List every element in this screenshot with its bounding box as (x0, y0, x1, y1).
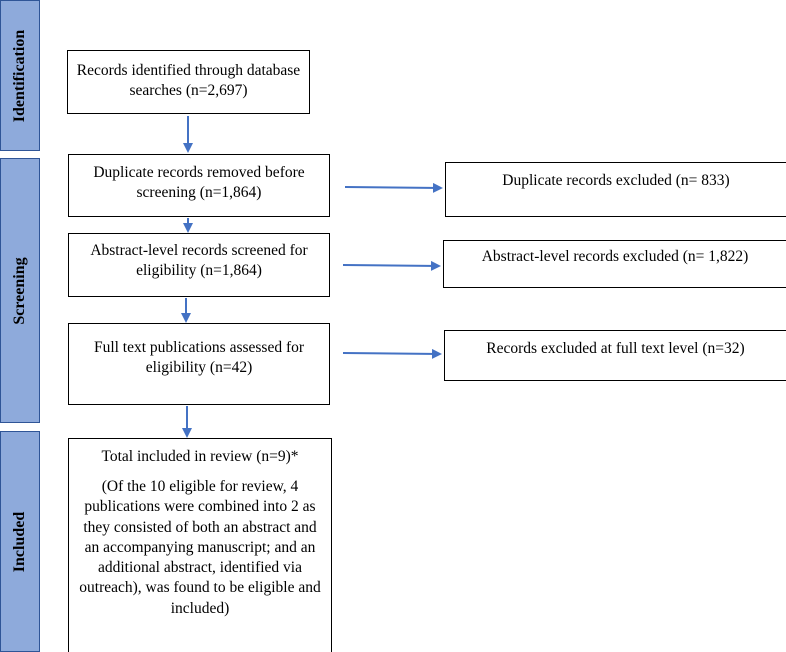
abstract-excluded-text: Abstract-level records excluded (n= 1,82… (481, 248, 749, 265)
fulltext-assessed-text: Full text publications assessed for elig… (93, 339, 305, 376)
duplicates-removed-box: Duplicate records removed before screeni… (68, 154, 330, 217)
records-identified-box: Records identified through database sear… (67, 50, 310, 114)
phase-identification-text: Identification (11, 29, 28, 122)
fulltext-assessed-box: Full text publications assessed for elig… (68, 323, 330, 405)
phase-label-screening: Screening (0, 158, 40, 423)
duplicates-excluded-box: Duplicate records excluded (n= 833) (445, 162, 786, 217)
phase-screening-text: Screening (11, 256, 28, 325)
duplicates-removed-text: Duplicate records removed before screeni… (93, 164, 305, 201)
arrow-to-duplicates-excluded (344, 182, 443, 193)
abstract-screened-box: Abstract-level records screened for elig… (68, 233, 330, 297)
fulltext-excluded-box: Records excluded at full text level (n=3… (444, 330, 786, 381)
abstract-screened-text: Abstract-level records screened for elig… (90, 242, 308, 279)
fulltext-excluded-text: Records excluded at full text level (n=3… (486, 340, 745, 357)
abstract-excluded-box: Abstract-level records excluded (n= 1,82… (443, 240, 786, 288)
phase-included-text: Included (11, 511, 28, 572)
duplicates-excluded-text: Duplicate records excluded (n= 833) (502, 172, 730, 189)
phase-label-included: Included (0, 431, 40, 652)
arrow-to-abstract-excluded (342, 260, 441, 271)
records-identified-text: Records identified through database sear… (76, 62, 301, 99)
arrow-to-fulltext-excluded (342, 348, 442, 359)
total-included-box: Total included in review (n=9)* (Of the … (68, 438, 332, 652)
included-note-text: (Of the 10 eligible for review, 4 public… (79, 478, 321, 617)
total-included-text: Total included in review (n=9)* (101, 448, 299, 465)
phase-label-identification: Identification (0, 0, 40, 151)
